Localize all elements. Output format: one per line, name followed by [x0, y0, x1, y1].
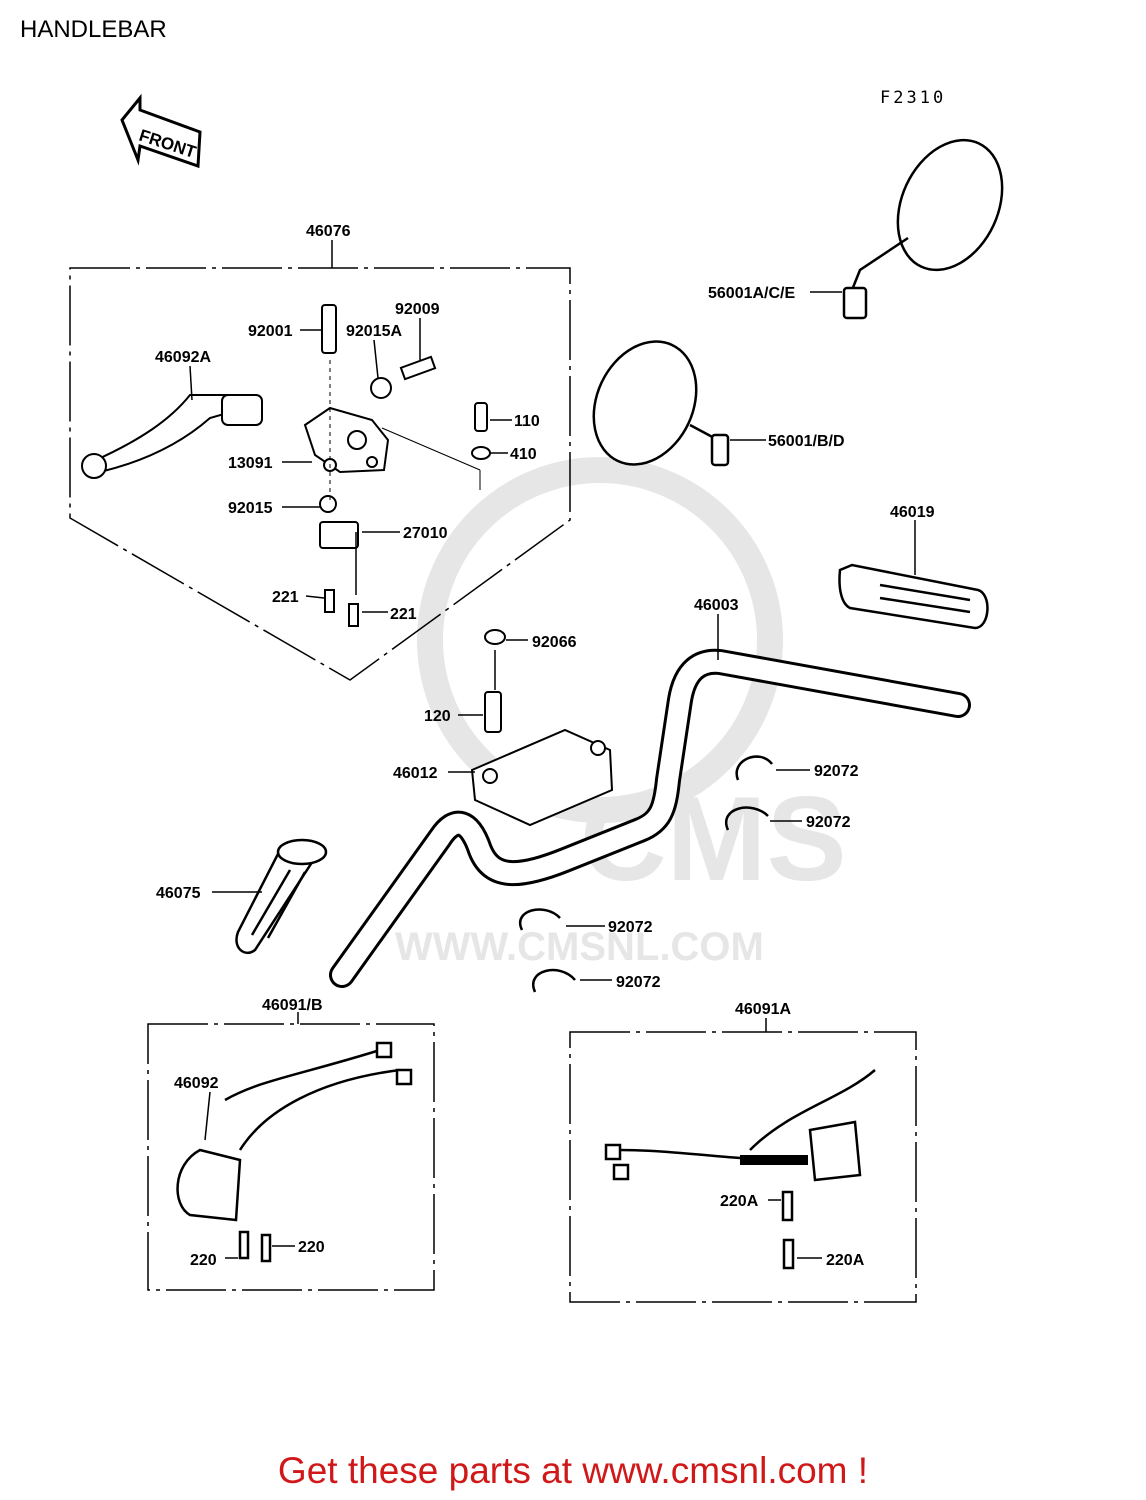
front-arrow-icon: FRONT	[120, 93, 202, 169]
part-221-b: 221	[390, 606, 417, 623]
right-switch-frame	[569, 1031, 917, 1303]
part-92072-c: 92072	[608, 919, 653, 936]
bolt-110	[474, 402, 488, 432]
watermark-url: WWW.CMSNL.COM	[395, 925, 764, 969]
part-221-a: 221	[272, 589, 299, 606]
mirror-56001ace	[842, 138, 1004, 320]
right-switch-housing	[604, 1069, 876, 1270]
nut-410	[471, 446, 491, 460]
page-title: HANDLEBAR	[20, 16, 167, 43]
cable-clamp-d	[532, 968, 576, 993]
cable-clamp-a	[735, 755, 773, 781]
part-46075: 46075	[156, 885, 201, 902]
part-110: 110	[514, 413, 540, 430]
part-56001bd: 56001/B/D	[768, 433, 845, 450]
part-46019: 46019	[890, 504, 935, 521]
part-220a-b: 220A	[826, 1252, 865, 1269]
mirror-56001bd	[592, 340, 730, 467]
cable-clamp-c	[518, 908, 561, 931]
lever-assembly-frame	[69, 267, 571, 681]
parts-diagram: CMS WWW.CMSNL.COM FRONT	[69, 93, 1004, 1303]
watermark: CMS WWW.CMSNL.COM	[395, 457, 847, 969]
part-92072-a: 92072	[814, 763, 859, 780]
part-92072-b: 92072	[806, 814, 851, 831]
screw-221-b	[348, 603, 359, 627]
clutch-lever	[81, 394, 263, 479]
part-46092: 46092	[174, 1075, 219, 1092]
figure-code: F2310	[880, 88, 947, 108]
part-27010: 27010	[403, 525, 448, 542]
part-46012: 46012	[393, 765, 438, 782]
part-92001: 92001	[248, 323, 293, 340]
part-13091: 13091	[228, 455, 273, 472]
handlebar-clamp	[470, 728, 614, 827]
part-92072-d: 92072	[616, 974, 661, 991]
bolt-92001	[321, 304, 337, 354]
part-46076: 46076	[306, 223, 351, 240]
nut-92015a	[370, 377, 392, 399]
part-46003: 46003	[694, 597, 739, 614]
grip-46019	[838, 563, 989, 630]
bolt-120	[484, 691, 502, 733]
switch-27010	[319, 521, 359, 549]
part-46091a: 46091A	[735, 1001, 791, 1018]
screw-221-a	[324, 589, 335, 613]
nut-92015	[319, 495, 337, 513]
part-46092a: 46092A	[155, 349, 211, 366]
cable-clamp-b	[725, 806, 769, 831]
part-92009: 92009	[395, 301, 440, 318]
lever-holder	[303, 406, 390, 474]
left-switch-frame	[147, 1023, 435, 1291]
part-92015: 92015	[228, 500, 273, 517]
grip-46075	[235, 838, 328, 955]
part-220-b: 220	[298, 1239, 325, 1256]
handlebar-tube	[329, 648, 971, 988]
part-220-a: 220	[190, 1252, 217, 1269]
left-switch-housing	[176, 1041, 413, 1263]
footer-link[interactable]: Get these parts at www.cmsnl.com !	[277, 1450, 869, 1491]
part-92066: 92066	[532, 634, 577, 651]
part-120: 120	[424, 708, 451, 725]
screw-92009	[399, 355, 437, 381]
part-56001ace: 56001A/C/E	[708, 285, 795, 302]
part-92015a: 92015A	[346, 323, 402, 340]
part-410: 410	[510, 446, 537, 463]
part-46091b: 46091/B	[262, 997, 323, 1014]
part-220a-a: 220A	[720, 1193, 759, 1210]
cap-92066	[484, 629, 506, 645]
